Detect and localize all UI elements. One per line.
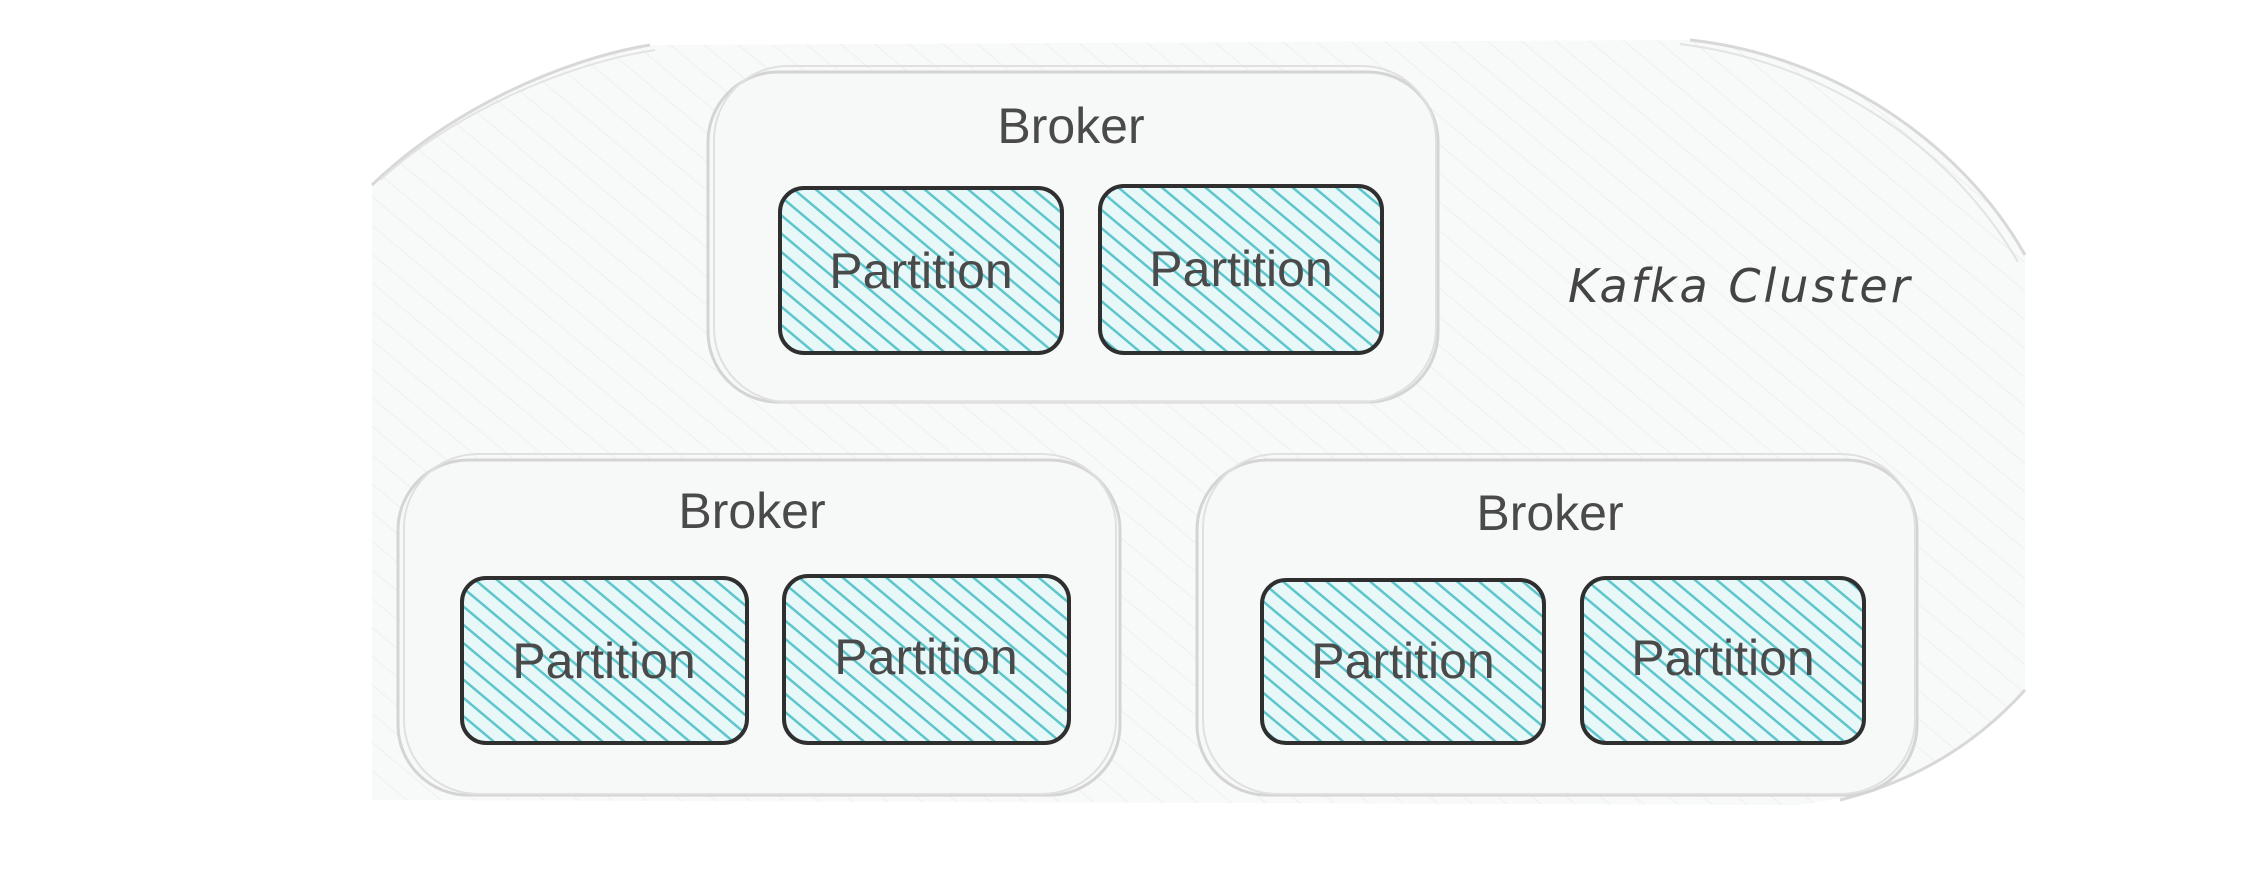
cluster-outline-second-pass xyxy=(379,43,2019,263)
partition-label: Partition xyxy=(834,629,1017,685)
partition-label: Partition xyxy=(512,633,695,689)
partition-box: Partition xyxy=(1580,576,1866,745)
broker-bottom-right: Broker Partition Partition xyxy=(1195,453,1919,797)
broker-label: Broker xyxy=(997,98,1144,154)
partition-label: Partition xyxy=(1149,241,1332,297)
partition-label: Partition xyxy=(1631,630,1814,686)
broker-bottom-left: Broker Partition Partition xyxy=(396,453,1122,797)
partition-box: Partition xyxy=(1098,184,1384,355)
broker-label: Broker xyxy=(1476,485,1623,541)
partition-box: Partition xyxy=(460,576,749,745)
partition-label: Partition xyxy=(1311,633,1494,689)
partition-box: Partition xyxy=(778,186,1064,355)
broker-box-sketch xyxy=(403,453,1117,795)
broker-box-sketch xyxy=(1202,453,1916,795)
partition-box: Partition xyxy=(1260,578,1546,745)
cluster-label: Kafka Cluster xyxy=(1568,259,1913,313)
broker-top: Broker Partition Partition xyxy=(706,65,1440,404)
partition-box: Partition xyxy=(782,574,1071,745)
partition-label: Partition xyxy=(829,243,1012,299)
broker-box-sketch xyxy=(713,65,1437,403)
broker-label: Broker xyxy=(678,483,825,539)
